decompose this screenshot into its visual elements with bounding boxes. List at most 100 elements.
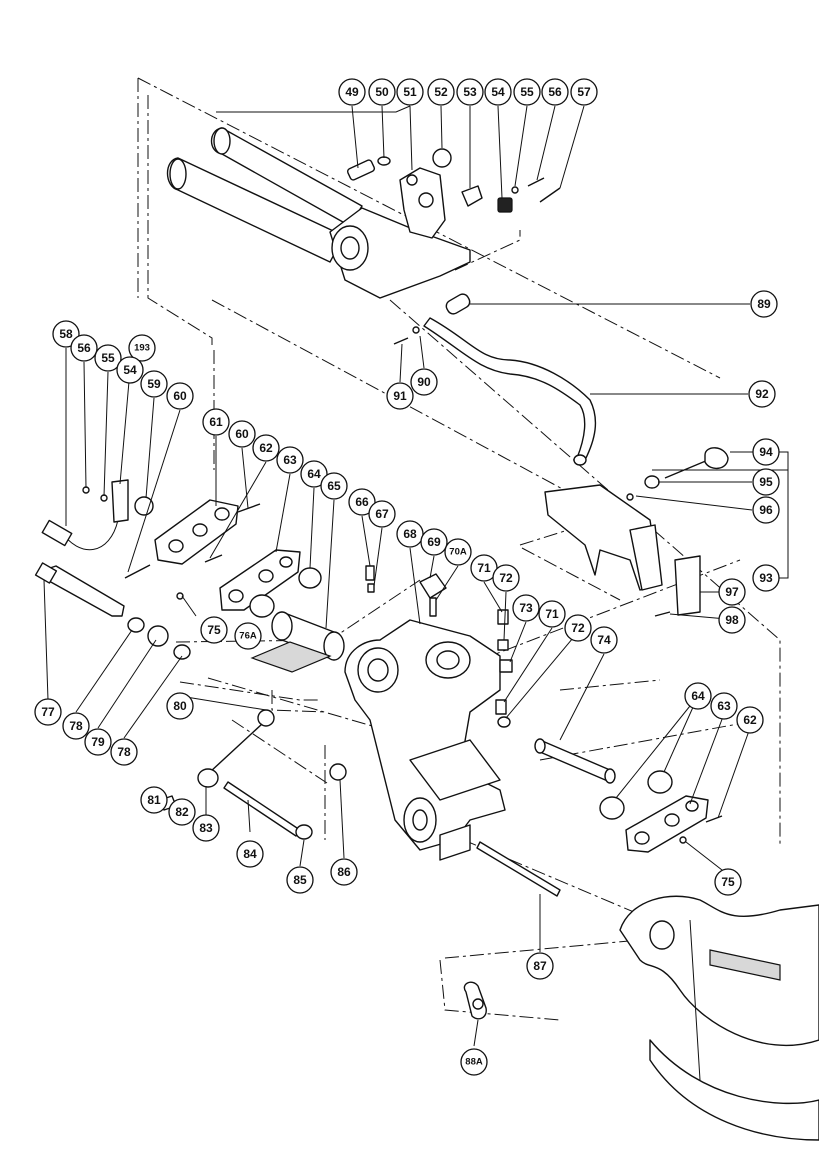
callout-51: 51 — [396, 78, 424, 106]
side-plate-left — [176, 549, 322, 618]
callout-93: 93 — [752, 564, 780, 592]
callout-label: 90 — [417, 375, 431, 389]
callout-label: 49 — [345, 85, 359, 99]
callout-label: 60 — [235, 427, 249, 441]
callout-label: 73 — [519, 601, 533, 615]
callout-73: 73 — [512, 594, 540, 622]
callout-label: 62 — [743, 713, 757, 727]
lever-arm-assembly — [393, 293, 597, 466]
callout-label: 72 — [499, 571, 513, 585]
callout-label: 91 — [393, 389, 407, 403]
callout-90: 90 — [410, 368, 438, 396]
callout-label: 75 — [207, 623, 221, 637]
callout-label: 59 — [147, 377, 161, 391]
callout-label: 64 — [691, 689, 705, 703]
callout-label: 89 — [757, 297, 771, 311]
callout-81: 81 — [140, 786, 168, 814]
callout-74: 74 — [590, 626, 618, 654]
callout-label: 64 — [307, 467, 321, 481]
callout-label: 56 — [548, 85, 562, 99]
callout-label: 63 — [717, 699, 731, 713]
upper-column-assembly — [166, 127, 561, 299]
callout-94: 94 — [752, 438, 780, 466]
callout-55: 55 — [513, 78, 541, 106]
callout-label: 76A — [239, 631, 257, 642]
leader-lines — [43, 105, 789, 1047]
callout-label: 70A — [449, 547, 467, 558]
guide-assembly — [544, 447, 729, 617]
callout-54: 54 — [116, 356, 144, 384]
callout-label: 72 — [571, 621, 585, 635]
callout-68: 68 — [396, 520, 424, 548]
callout-label: 78 — [117, 745, 131, 759]
callout-label: 75 — [721, 875, 735, 889]
callout-label: 54 — [491, 85, 505, 99]
cord-and-clamp — [41, 479, 261, 579]
callout-label: 88A — [465, 1057, 483, 1068]
callout-66: 66 — [348, 488, 376, 516]
callout-53: 53 — [456, 78, 484, 106]
callout-label: 62 — [259, 441, 273, 455]
callout-label: 80 — [173, 699, 187, 713]
callout-85: 85 — [286, 866, 314, 894]
callout-label: 54 — [123, 363, 137, 377]
callout-label: 67 — [375, 507, 389, 521]
callout-65: 65 — [320, 472, 348, 500]
callout-64: 64 — [300, 460, 328, 488]
callout-95: 95 — [752, 468, 780, 496]
callout-56: 56 — [541, 78, 569, 106]
callout-label: 57 — [577, 85, 591, 99]
callout-98: 98 — [718, 606, 746, 634]
callout-label: 94 — [759, 445, 773, 459]
callout-label: 83 — [199, 821, 213, 835]
callout-55: 55 — [94, 344, 122, 372]
callout-62: 62 — [736, 706, 764, 734]
callout-label: 193 — [134, 343, 150, 354]
callout-label: 71 — [545, 607, 559, 621]
callout-61: 61 — [202, 408, 230, 436]
callout-92: 92 — [748, 380, 776, 408]
callout-56: 56 — [70, 334, 98, 362]
sleeve-and-pad — [250, 611, 345, 673]
callout-71: 71 — [538, 600, 566, 628]
callout-label: 51 — [403, 85, 417, 99]
callout-label: 63 — [283, 453, 297, 467]
callout-label: 85 — [293, 873, 307, 887]
callout-label: 71 — [477, 561, 491, 575]
callout-64: 64 — [684, 682, 712, 710]
callout-83: 83 — [192, 814, 220, 842]
callout-57: 57 — [570, 78, 598, 106]
callout-60: 60 — [228, 420, 256, 448]
callout-label: 96 — [759, 503, 773, 517]
callout-label: 86 — [337, 865, 351, 879]
callout-62: 62 — [252, 434, 280, 462]
callout-193: 193 — [128, 334, 156, 362]
callout-50: 50 — [368, 78, 396, 106]
main-housing — [344, 619, 506, 861]
callout-86: 86 — [330, 858, 358, 886]
callout-88A: 88A — [460, 1048, 488, 1076]
center-small-parts — [365, 565, 616, 784]
callout-54: 54 — [484, 78, 512, 106]
callout-label: 55 — [520, 85, 534, 99]
callout-77: 77 — [34, 698, 62, 726]
side-plate-right — [599, 770, 723, 853]
callout-60: 60 — [166, 382, 194, 410]
callout-80: 80 — [166, 692, 194, 720]
callout-67: 67 — [368, 500, 396, 528]
callout-label: 81 — [147, 793, 161, 807]
callout-75: 75 — [714, 868, 742, 896]
callout-82: 82 — [168, 798, 196, 826]
callout-label: 53 — [463, 85, 477, 99]
callout-label: 87 — [533, 959, 547, 973]
callout-71: 71 — [470, 554, 498, 582]
long-shaft — [476, 841, 561, 897]
callout-52: 52 — [427, 78, 455, 106]
callout-79: 79 — [84, 728, 112, 756]
callout-label: 66 — [355, 495, 369, 509]
callout-69: 69 — [420, 528, 448, 556]
callout-label: 68 — [403, 527, 417, 541]
callout-78: 78 — [62, 712, 90, 740]
callout-label: 56 — [77, 341, 91, 355]
